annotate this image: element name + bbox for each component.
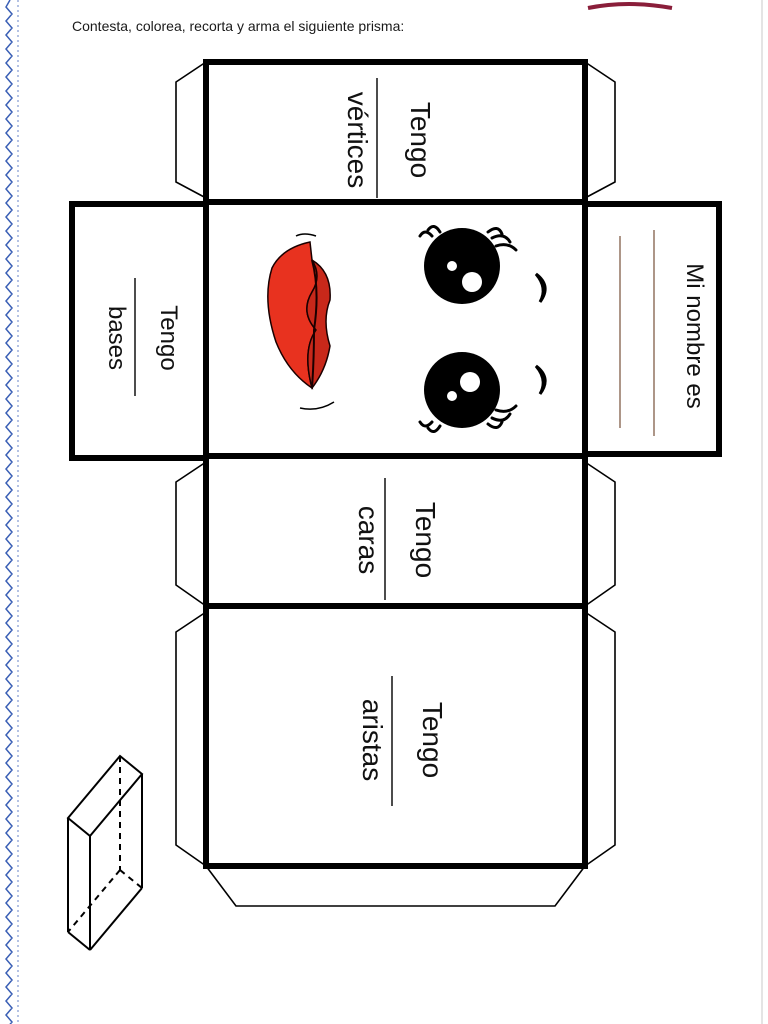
eye-bottom-icon <box>418 352 518 433</box>
flap-bottom-left <box>175 610 207 868</box>
eye-top-icon <box>418 225 518 304</box>
face-left <box>69 201 209 461</box>
top-face-label-1: Tengo <box>405 101 436 179</box>
right-face-label: Mi nombre es <box>681 263 708 409</box>
face-right <box>582 201 722 457</box>
flap-middle-right <box>584 460 616 608</box>
brow-top-icon <box>534 272 547 303</box>
face-front <box>203 199 588 459</box>
face-middle <box>203 453 588 609</box>
flap-top-right <box>584 60 616 200</box>
bottom-face-label-1: Tengo <box>417 701 448 779</box>
prism-illustration <box>66 754 144 951</box>
instructions-text: Contesta, colorea, recorta y arma el sig… <box>72 18 405 34</box>
face-bottom <box>203 603 588 869</box>
top-face-label-2: vértices <box>342 91 373 189</box>
middle-face-label-1: Tengo <box>410 501 441 579</box>
left-face-label-1: Tengo <box>155 305 182 371</box>
flap-bottom-right <box>584 610 616 868</box>
face-top <box>203 59 588 205</box>
flap-top-left <box>175 60 207 200</box>
middle-face-label-2: caras <box>353 505 384 575</box>
flap-middle-left <box>175 460 207 608</box>
lips-icon <box>267 233 335 410</box>
brow-bottom-icon <box>534 364 547 395</box>
bottom-face-label-2: aristas <box>357 698 388 782</box>
flap-bottom <box>204 865 587 907</box>
left-face-label-2: bases <box>103 305 130 371</box>
logo-fragment <box>587 2 673 10</box>
